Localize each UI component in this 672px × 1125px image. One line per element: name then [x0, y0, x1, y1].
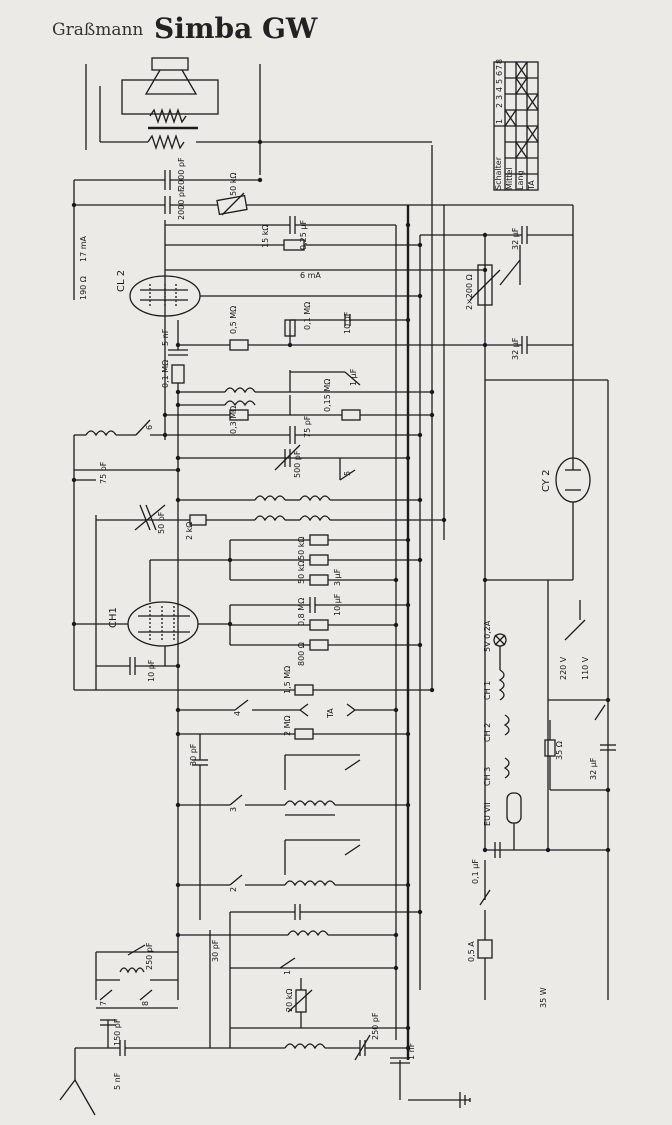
label-r-190: 190 Ω [79, 276, 88, 300]
component-labels: 2000 pF 2000 pF 50 kΩ 15 kΩ 0,25 µF 32 µ… [79, 157, 598, 1090]
switch-number: 2 [229, 887, 238, 892]
label-r-20k: 20 kΩ [285, 989, 294, 1012]
label-220v: 220 V [559, 656, 568, 680]
tube-label-cy2: CY 2 [541, 470, 552, 492]
label-c-32uf-a: 32 µF [511, 227, 520, 250]
tube-label-ch1: CH1 [108, 607, 119, 628]
label-ch1: CH 1 [483, 681, 492, 700]
label-c-1nf: 1 nF [407, 1042, 416, 1060]
label-c-3uf: 3 µF [333, 568, 342, 586]
label-c-32uf-b: 32 µF [511, 337, 520, 360]
label-c-50pf: 50 pF [157, 511, 166, 534]
switch-number: 6 [145, 425, 154, 430]
label-c-75pf-a: 75 pF [303, 415, 312, 438]
table-cell: 5 [495, 79, 504, 84]
power-supply [477, 379, 616, 1000]
label-c-2000pf-b: 2000 pF [177, 187, 186, 220]
switch-table-labels: Schalter Mittel Lang TA 1 2 3 4 5 6 7 8 [494, 59, 536, 191]
label-cur-6: 6 mA [300, 271, 321, 280]
switch-number: 4 [233, 711, 242, 716]
label-ta: TA [326, 708, 335, 719]
label-r-35: 35 Ω [555, 741, 564, 760]
label-r-08m: 0,8 MΩ [297, 598, 306, 626]
maker-name: Graßmann [52, 20, 144, 40]
label-c-1uf: 1 µF [349, 368, 358, 386]
table-cell: 7 [495, 65, 504, 70]
label-r-800: 800 Ω [297, 642, 306, 666]
table-cell: 3 [495, 95, 504, 100]
label-c-75pf-b: 75 pF [99, 461, 108, 484]
switch-number: 3 [229, 807, 238, 812]
tube-ch1 [74, 534, 432, 696]
table-cell: 4 [495, 87, 504, 92]
label-r-01m-b: 0,1 MΩ [161, 360, 170, 388]
label-r-50k-top: 50 kΩ [229, 173, 238, 196]
output-stage [74, 170, 573, 306]
label-r-50k-b: 50 kΩ [297, 561, 306, 584]
switch-numbers: 1 2 3 4 5 6 7 8 [99, 425, 352, 1006]
label-r-2k: 2 kΩ [185, 522, 194, 540]
bus-lines [73, 145, 609, 1060]
label-euvii: EU VII [483, 802, 492, 826]
speaker [85, 57, 432, 175]
label-lamp: 5V 0,2A [483, 620, 492, 652]
switch-table-grid [493, 61, 539, 191]
table-row-label: Mittel [505, 167, 514, 190]
switch-number: 1 [283, 970, 292, 975]
table-cell: 8 [495, 59, 504, 64]
label-c-500pf: 500 pF [293, 450, 302, 478]
switch-number: 5 [343, 471, 352, 476]
coils [74, 469, 444, 531]
label-c-150pf: 150 pF [113, 1018, 122, 1046]
table-cell: 6 [495, 71, 504, 76]
label-r-03m: 0,3 MΩ [229, 406, 238, 434]
label-c-10uf-b: 10 µF [333, 593, 342, 616]
label-power: 35 W [539, 987, 548, 1008]
tube-cl2 [129, 275, 420, 317]
table-row-label: TA [527, 180, 536, 191]
label-r-2x200: 2×200 Ω [465, 274, 474, 310]
label-c-2000pf-a: 2000 pF [177, 157, 186, 190]
label-c-30pf-a: 30 pF [189, 743, 198, 766]
tube-label-cl2: CL 2 [116, 270, 127, 292]
label-cur-17: 17 mA [79, 235, 88, 262]
table-row-label: Lang [516, 170, 525, 190]
label-c-01uf: 0,1 µF [471, 859, 480, 884]
label-c-10pf: 10 pF [147, 659, 156, 682]
label-c-025uf: 0,25 µF [299, 220, 308, 250]
label-r-015m: 0,15 MΩ [323, 379, 332, 412]
label-r-15k: 15 kΩ [261, 225, 270, 248]
label-c-10uf-a: 10 µF [343, 311, 352, 334]
label-r-05m: 0,5 MΩ [229, 306, 238, 334]
label-c-250pf-a: 250 pF [145, 942, 154, 970]
audio-stage [74, 314, 573, 481]
label-r-2m: 2 MΩ [283, 715, 292, 736]
label-ch2: CH 2 [483, 723, 492, 742]
junctions [71, 139, 611, 1051]
model-name: Simba GW [154, 12, 318, 45]
switch-number: 7 [99, 1001, 108, 1006]
label-c-5nf-b: 5 nF [113, 1072, 122, 1090]
input-section [59, 699, 471, 1116]
label-fuse: 0,5 A [467, 941, 476, 962]
label-110v: 110 V [581, 656, 590, 680]
table-row-label: Schalter [494, 156, 503, 190]
table-cell: 1 [495, 119, 504, 124]
label-ch3: CH 3 [483, 767, 492, 786]
table-cell: 2 [495, 103, 504, 108]
label-r-15m: 1,5 MΩ [283, 666, 292, 694]
switch-number: 8 [141, 1001, 150, 1006]
label-c-32uf-c: 32 µF [589, 757, 598, 780]
label-c-250pf-b: 250 pF [371, 1012, 380, 1040]
label-r-50k-a: 50 kΩ [297, 537, 306, 560]
label-r-01m-a: 0,1 MΩ [303, 302, 312, 330]
label-c-30pf-b: 30 pF [211, 939, 220, 962]
label-c-5nf-a: 5 nF [161, 328, 170, 346]
